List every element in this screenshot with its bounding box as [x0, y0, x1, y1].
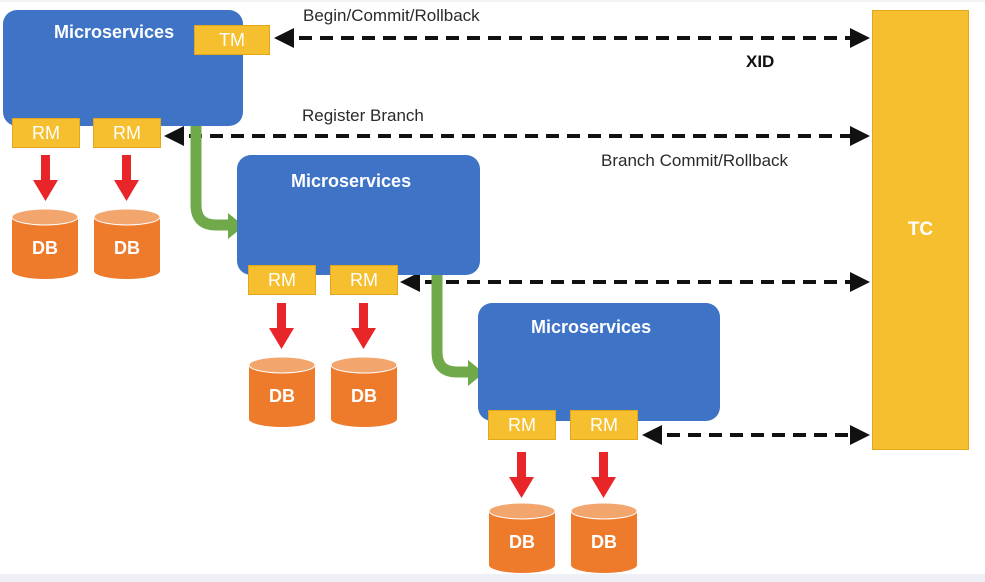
- rm-component: RM: [93, 118, 161, 148]
- database-icon: [330, 356, 398, 427]
- write-arrow: [351, 303, 376, 349]
- label-register-branch: Register Branch: [302, 106, 424, 125]
- database-label: DB: [269, 386, 295, 406]
- frame-bottom-strip: [0, 574, 985, 582]
- database-label: DB: [509, 532, 535, 552]
- database-label: DB: [351, 386, 377, 406]
- microservice-title: Microservices: [291, 171, 412, 191]
- database-cylinder: DB: [248, 356, 316, 428]
- database-cylinder: DB: [93, 208, 161, 280]
- microservice-box-3: Microservices: [478, 303, 720, 421]
- database-label: DB: [32, 238, 58, 258]
- label-xid: XID: [746, 52, 775, 71]
- write-arrow: [269, 303, 294, 349]
- frame-top-strip: [0, 0, 985, 2]
- database-icon: [93, 208, 161, 279]
- label-begin-commit-rollback: Begin/Commit/Rollback: [303, 6, 480, 25]
- tc-label: TC: [907, 219, 934, 240]
- rm-component: RM: [330, 265, 398, 295]
- database-label: DB: [591, 532, 617, 552]
- write-arrow: [591, 452, 616, 498]
- tc-coordinator: TC: [872, 10, 969, 450]
- microservice-title: Microservices: [54, 22, 175, 42]
- database-icon: [488, 502, 556, 573]
- rm-component: RM: [12, 118, 80, 148]
- database-cylinder: DB: [330, 356, 398, 428]
- write-arrow: [114, 155, 139, 201]
- label-branch-commit-rollback: Branch Commit/Rollback: [601, 151, 789, 170]
- database-cylinder: DB: [11, 208, 79, 280]
- call-arrow-1-to-2: [190, 118, 244, 239]
- microservice-title: Microservices: [531, 317, 652, 337]
- database-icon: [248, 356, 316, 427]
- rm-component: RM: [488, 410, 556, 440]
- rm-component: RM: [248, 265, 316, 295]
- database-cylinder: DB: [488, 502, 556, 574]
- write-arrow: [509, 452, 534, 498]
- write-arrow: [33, 155, 58, 201]
- microservice-box-1: Microservices: [3, 10, 243, 126]
- database-icon: [570, 502, 638, 573]
- database-label: DB: [114, 238, 140, 258]
- microservice-box-2: Microservices: [237, 155, 480, 275]
- database-icon: [11, 208, 79, 279]
- rm-component: RM: [570, 410, 638, 440]
- database-cylinder: DB: [570, 502, 638, 574]
- tm-component: TM: [194, 25, 270, 55]
- call-arrow-2-to-3: [431, 265, 484, 386]
